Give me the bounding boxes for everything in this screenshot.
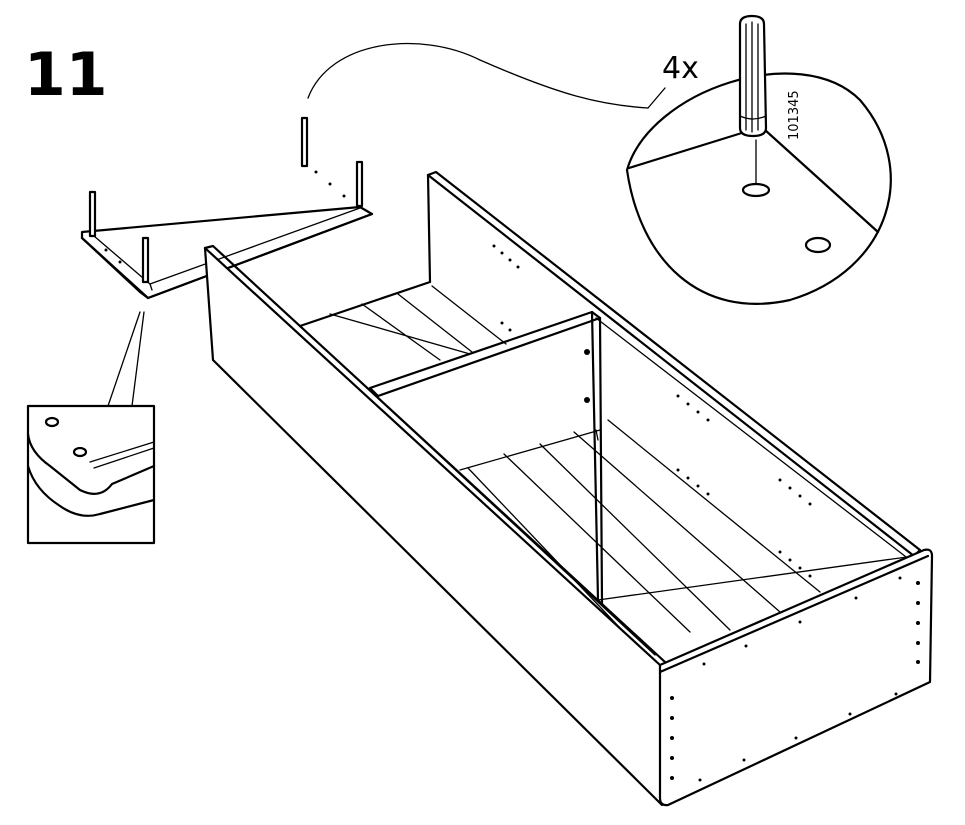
drawer-front-panel	[658, 548, 934, 807]
inset-groove-top	[89, 441, 155, 463]
drawer-divider	[368, 310, 602, 398]
callout-leader-end	[647, 87, 666, 109]
callout-leader	[307, 42, 649, 109]
panel-dowels	[88, 116, 364, 284]
callout-circle	[625, 72, 892, 305]
dowel-callout: 4x 101345	[307, 14, 892, 305]
quantity-label: 4x	[662, 51, 699, 86]
callout-edge-left	[627, 130, 747, 170]
inset-panel-edge	[26, 432, 156, 495]
wooden-dowel	[738, 14, 768, 138]
inset-leader-left	[107, 311, 141, 407]
callout-edge-right	[763, 128, 880, 234]
top-panel	[80, 116, 374, 300]
step-number: 11	[24, 40, 108, 110]
inset-groove-bottom	[93, 447, 155, 469]
inset-leader-right	[131, 311, 145, 407]
drawer-holes	[492, 244, 920, 782]
part-number-label: 101345	[787, 90, 802, 140]
inset-panel-bottom	[26, 464, 156, 517]
second-hole	[804, 236, 832, 254]
drawer-box	[203, 170, 934, 807]
drawer-bottom-slats	[329, 285, 821, 633]
groove-detail-inset	[26, 311, 156, 545]
drawer-back-top-edge	[426, 170, 922, 558]
drawer-back-edge	[426, 173, 432, 284]
top-panel-front-edge	[80, 212, 374, 300]
